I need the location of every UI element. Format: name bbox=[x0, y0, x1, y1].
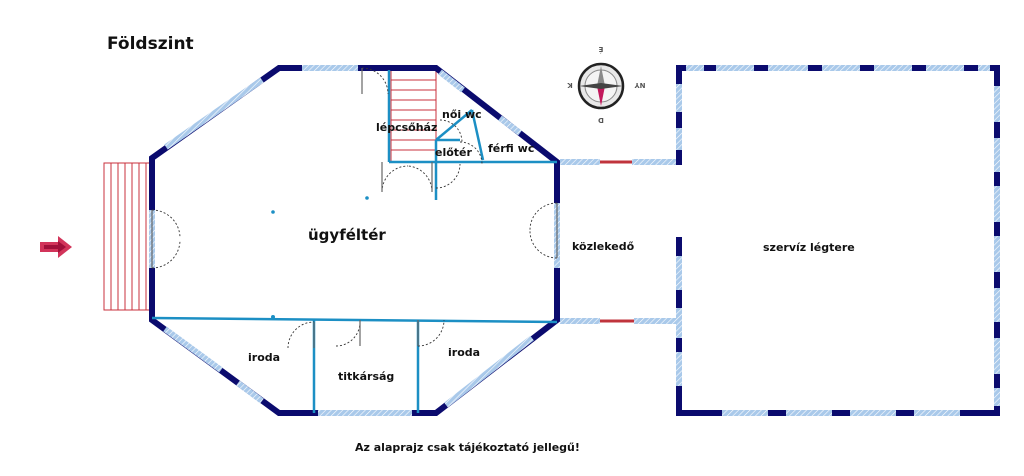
stairwell bbox=[390, 69, 437, 163]
door-leaves bbox=[151, 68, 558, 348]
fixture-dots bbox=[271, 196, 369, 319]
connector-corridors bbox=[560, 159, 677, 324]
room-label-lepcsohaz: lépcsőház bbox=[376, 121, 437, 134]
room-label-ferfi-wc: férfi wc bbox=[488, 142, 534, 155]
service-building-walls bbox=[676, 65, 1000, 416]
disclaimer-note: Az alaprajz csak tájékoztató jellegű! bbox=[355, 441, 580, 454]
entrance-stairs bbox=[103, 162, 153, 311]
compass-icon: É D K NY bbox=[567, 45, 646, 124]
room-label-szerviz: szervíz légtere bbox=[763, 241, 855, 254]
door-swings bbox=[151, 67, 558, 349]
entrance-arrow-icon bbox=[40, 236, 72, 258]
room-label-ugyfelter: ügyféltér bbox=[308, 226, 386, 244]
compass-south: D bbox=[598, 116, 604, 124]
compass-west: NY bbox=[634, 81, 646, 89]
room-label-kozlekedo: közlekedő bbox=[572, 240, 635, 253]
room-label-iroda-right: iroda bbox=[448, 346, 480, 359]
compass-east: K bbox=[567, 81, 573, 89]
compass-north: É bbox=[598, 45, 603, 54]
room-label-titkarsag: titkárság bbox=[338, 370, 394, 383]
plan-title: Földszint bbox=[107, 34, 194, 54]
room-label-eloter: előtér bbox=[435, 146, 473, 159]
room-label-iroda-left: iroda bbox=[248, 351, 280, 364]
room-label-noi-wc: női wc bbox=[442, 108, 482, 121]
